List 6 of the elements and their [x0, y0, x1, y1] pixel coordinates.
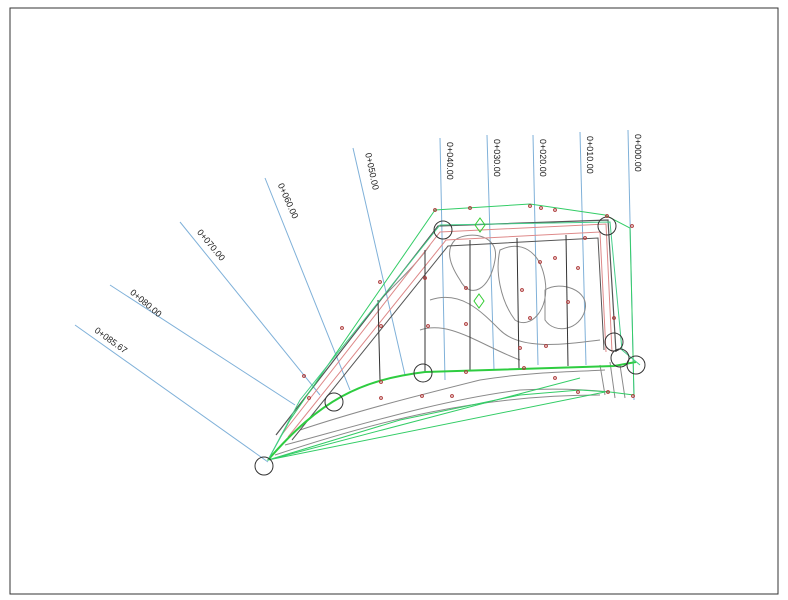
station-label: 0+010.00: [585, 136, 594, 174]
station-label: 0+040.00: [445, 142, 454, 180]
station-label: 0+020.00: [538, 139, 547, 177]
station-label: 0+030.00: [492, 139, 501, 177]
station-label: 0+000.00: [633, 134, 642, 172]
station-label: 0+050.00: [363, 152, 380, 191]
